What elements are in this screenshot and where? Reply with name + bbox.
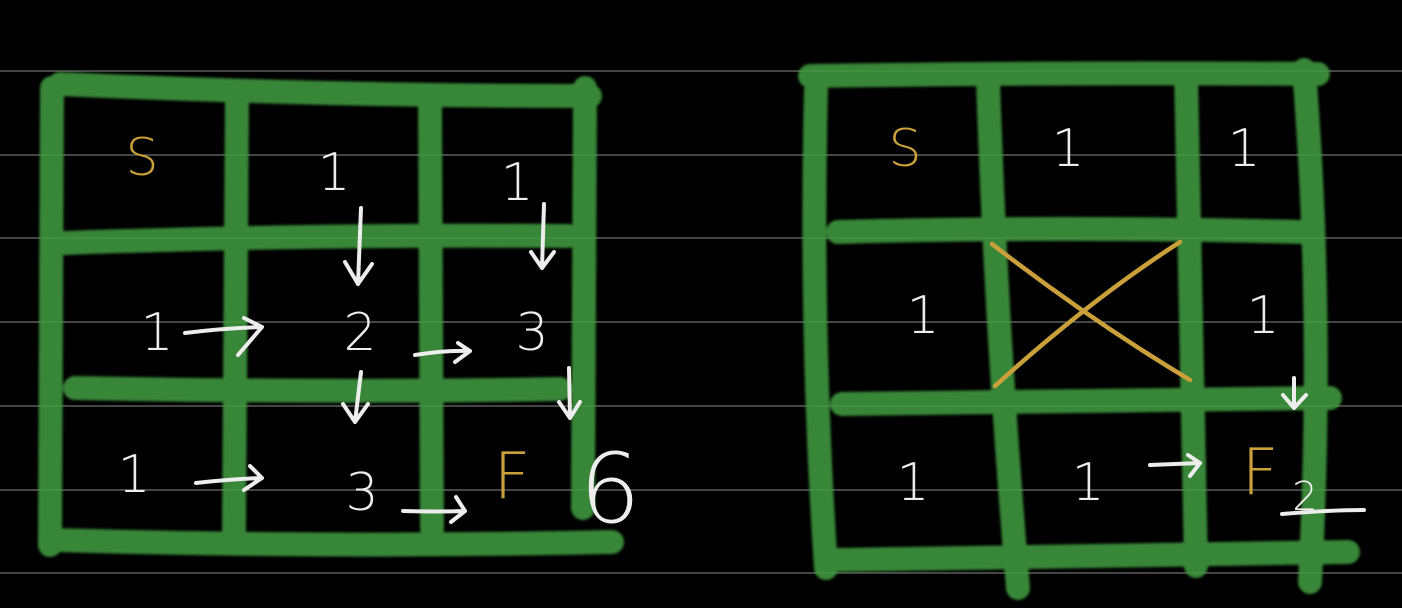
cell-label: 1 <box>906 286 939 346</box>
cell-label: S <box>888 119 921 179</box>
cross-stroke <box>989 241 1193 383</box>
cell-label: F <box>1242 436 1279 510</box>
cell-label: 1 <box>1051 119 1084 179</box>
arrow-down-icon <box>341 370 370 424</box>
cell-label: 1 <box>1071 453 1104 513</box>
cell-label: 1 <box>1227 119 1260 179</box>
arrow-down-icon <box>557 366 582 420</box>
cross-stroke <box>992 239 1183 389</box>
left-grid-lines <box>38 72 624 557</box>
arrow-right-icon <box>413 341 472 364</box>
arrow-down-icon <box>529 202 556 270</box>
grid-line <box>571 76 597 520</box>
blocked-cell-cross <box>989 239 1193 389</box>
grid-line <box>1174 62 1208 578</box>
grid-line <box>830 386 1342 416</box>
arrow-right-icon <box>1148 453 1202 478</box>
arrow-right-icon <box>401 495 467 524</box>
cell-label: 1 <box>500 153 533 213</box>
grid-line <box>418 92 444 540</box>
grid-line <box>38 76 64 557</box>
cell-label: S <box>125 128 158 188</box>
left-grid-labels: S 1 1 1 2 3 1 3 F 6 <box>117 128 640 545</box>
cell-label: 3 <box>345 463 378 523</box>
left-grid: S 1 1 1 2 3 1 3 F 6 <box>38 72 641 557</box>
arrow-down-icon <box>343 206 374 286</box>
cell-label: 2 <box>343 303 376 363</box>
cell-label: 1 <box>317 143 350 203</box>
cell-label: 1 <box>1246 286 1279 346</box>
arrow-right-icon <box>194 464 264 492</box>
grid-line <box>222 84 249 542</box>
underline-stroke <box>1280 508 1366 516</box>
right-grid-arrows <box>1148 376 1366 516</box>
grid-line <box>802 78 838 580</box>
outside-label: 6 <box>579 433 640 545</box>
arrow-down-icon <box>1281 376 1308 410</box>
cell-label: 1 <box>896 453 929 513</box>
cell-label: 3 <box>515 303 548 363</box>
grid-line <box>48 72 602 108</box>
right-grid: S 1 1 1 1 1 1 F 2 <box>798 58 1366 600</box>
grid-line <box>798 61 1330 88</box>
grid-line <box>976 68 1030 600</box>
right-grid-labels: S 1 1 1 1 1 1 F 2 <box>888 119 1317 520</box>
cell-label: 1 <box>140 303 173 363</box>
cell-label: F <box>494 440 531 514</box>
grid-line <box>63 376 572 403</box>
left-grid-arrows <box>183 202 582 524</box>
arrow-right-icon <box>183 316 264 357</box>
cell-label: 1 <box>117 445 150 505</box>
grid-line <box>43 528 624 557</box>
grid-line <box>823 540 1360 572</box>
grid-line <box>53 223 580 255</box>
grid-line <box>826 217 1314 244</box>
